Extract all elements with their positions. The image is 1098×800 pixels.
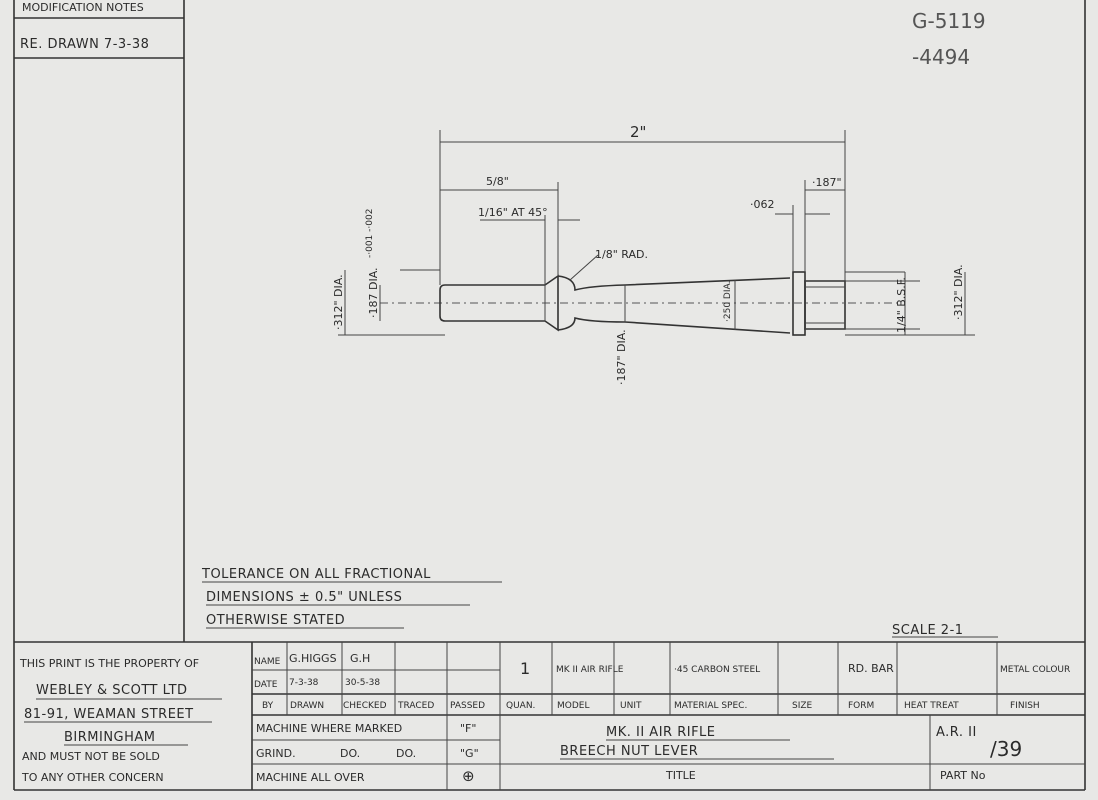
form-value: RD. BAR [848,662,894,675]
date-drawn: 7-3-38 [289,678,319,688]
date-checked: 30-5-38 [345,678,380,688]
drawing-number-1: G-5119 [912,9,986,33]
title-line-1: MK. II AIR RIFLE [606,725,716,740]
grind-do-1: DO. [340,747,360,760]
machine-all: MACHINE ALL OVER [256,771,365,784]
dim-dia187-bottom: ·187" DIA. [615,329,628,385]
model-value: MK II AIR RIFLE [556,665,624,675]
tolerance-line-2: DIMENSIONS ± 0.5" UNLESS [206,590,402,605]
property-line-3: 81-91, WEAMAN STREET [24,707,194,722]
date-label: DATE [254,680,278,690]
part-no-top: A.R. II [936,725,977,740]
label-size: SIZE [792,701,813,711]
grind-do-2: DO. [396,747,416,760]
dim-chamfer: 1/16" AT 45° [478,206,548,219]
mod-note: RE. DRAWN 7-3-38 [20,37,149,52]
name-drawn: G.HIGGS [289,652,337,665]
label-traced: TRACED [397,701,434,711]
title-label: TITLE [665,769,696,782]
machine-marked: MACHINE WHERE MARKED [256,722,402,735]
label-by: BY [262,701,274,711]
part-no-bottom: /39 [990,737,1022,761]
dim-dia312-right: ·312" DIA. [952,264,965,320]
dim-overall: 2" [630,123,646,141]
property-line-4: BIRMINGHAM [64,730,156,745]
title-block [14,641,1085,791]
mark-g: "G" [460,747,479,760]
label-passed: PASSED [450,701,485,711]
tolerance-line-3: OTHERWISE STATED [206,613,345,628]
label-checked: CHECKED [343,701,387,711]
mod-header: MODIFICATION NOTES [22,1,144,14]
finish-value: METAL COLOUR [1000,665,1070,675]
drawing-number-2: -4494 [912,45,970,69]
dim-thread: 1/4" B.S.F. [895,277,908,333]
material-value: ·45 CARBON STEEL [674,665,760,675]
label-heat-treat: HEAT TREAT [904,701,959,711]
property-line-2: WEBLEY & SCOTT LTD [36,683,188,698]
dim-radius: 1/8" RAD. [595,248,648,261]
part-outline [380,269,975,336]
label-drawn: DRAWN [290,701,324,711]
part-no-label: PART No [940,769,986,782]
label-quan: QUAN. [506,701,535,711]
label-form: FORM [848,701,874,711]
name-checked: G.H [350,652,370,665]
dim-five-eighths: 5/8" [486,175,509,188]
scale: SCALE 2-1 [892,623,964,638]
label-finish: FINISH [1010,701,1040,711]
grind: GRIND. [256,747,296,760]
tolerance-line-1: TOLERANCE ON ALL FRACTIONAL [201,567,431,582]
mark-all-icon: ⊕ [462,767,475,785]
dim-dia312-left: ·312" DIA. [332,274,345,330]
label-material: MATERIAL SPEC. [674,701,747,711]
quan-value: 1 [520,659,530,678]
dim-187-top: ·187" [812,176,842,189]
label-model: MODEL [557,701,589,711]
mark-f: "F" [460,722,476,735]
dim-dia250: ·250 DIA. [723,281,733,322]
title-line-2: BREECH NUT LEVER [560,744,698,759]
dim-dia187-left: ·187 DIA. [367,267,380,318]
dim-062: ·062 [750,198,775,211]
property-line-6: TO ANY OTHER CONCERN [21,771,164,784]
dim-tol-left: -·001 -·002 [365,209,375,258]
property-line-5: AND MUST NOT BE SOLD [22,750,160,763]
property-line-1: THIS PRINT IS THE PROPERTY OF [19,657,199,670]
label-unit: UNIT [620,701,642,711]
name-label: NAME [254,657,281,667]
